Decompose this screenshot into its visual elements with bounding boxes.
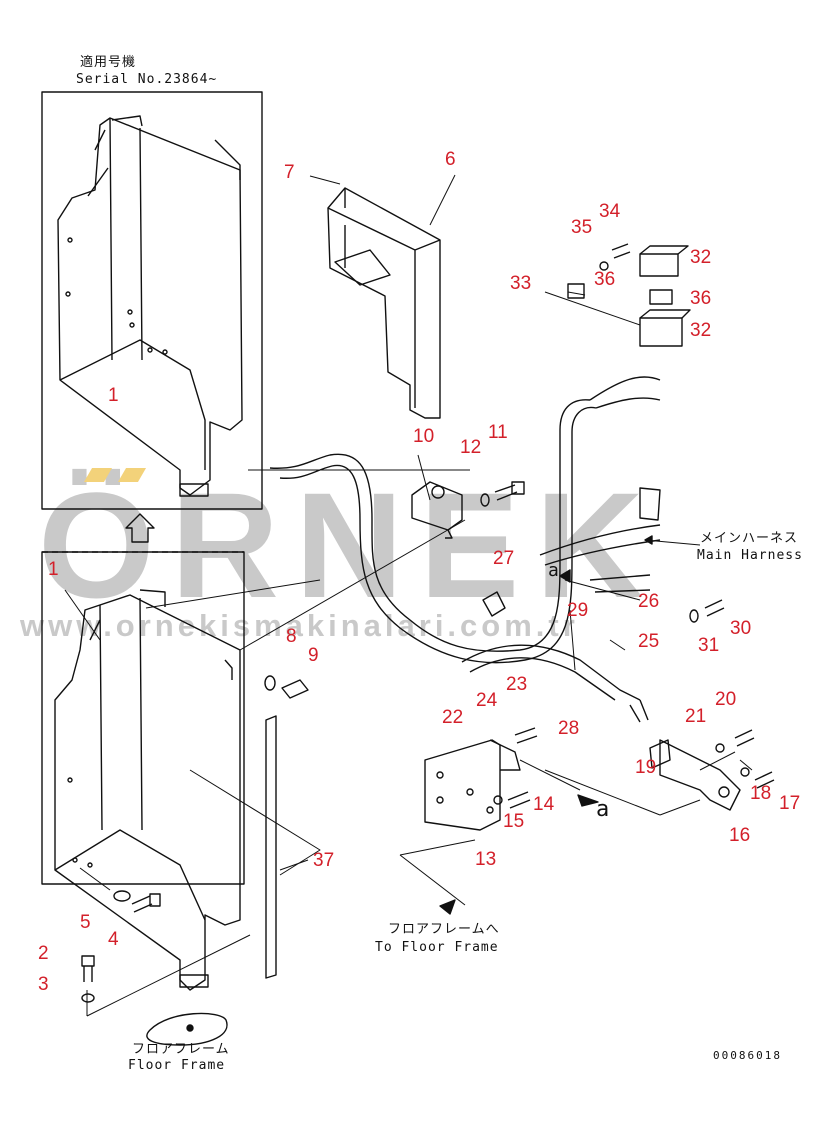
callout-36-top: 36 — [594, 269, 616, 290]
ref-letter-a-2: a — [596, 797, 611, 822]
callout-1-bottom: 1 — [48, 559, 59, 580]
callout-19: 19 — [635, 757, 657, 778]
callout-33: 33 — [510, 273, 532, 294]
watermark-logo: ÖRNEK — [38, 461, 660, 629]
drawing-number: 00086018 — [713, 1049, 782, 1062]
callout-20: 20 — [715, 689, 737, 710]
callout-3: 3 — [38, 974, 49, 995]
relay-parts — [567, 243, 691, 347]
callout-5: 5 — [80, 912, 91, 933]
callout-2: 2 — [38, 943, 49, 964]
arrow-up — [125, 513, 155, 543]
serial-label-en: Serial No.23864~ — [76, 72, 218, 87]
callout-28: 28 — [558, 718, 580, 739]
serial-label-jp: 適用号機 — [80, 55, 137, 70]
callout-36-mid: 36 — [690, 288, 712, 309]
callout-22: 22 — [442, 707, 464, 728]
callout-27: 27 — [493, 548, 515, 569]
callout-34: 34 — [599, 201, 621, 222]
leader-lines — [64, 174, 753, 1017]
callout-31: 31 — [698, 635, 720, 656]
callout-15: 15 — [503, 811, 525, 832]
floor-frame-jp: フロアフレーム — [132, 1042, 230, 1057]
ref-letter-a-1: a — [548, 560, 560, 581]
arrow-a — [577, 794, 599, 807]
callout-21: 21 — [685, 706, 707, 727]
parts-2-3 — [81, 955, 95, 1003]
callout-6: 6 — [445, 149, 456, 170]
callout-37: 37 — [313, 850, 335, 871]
callout-10: 10 — [413, 426, 435, 447]
post-37 — [265, 715, 277, 979]
callout-23: 23 — [506, 674, 528, 695]
callout-25: 25 — [638, 631, 660, 652]
to-floor-frame-en: To Floor Frame — [375, 940, 499, 955]
callout-16: 16 — [729, 825, 751, 846]
top-cover-panel — [57, 115, 243, 497]
callout-32-bottom: 32 — [690, 320, 712, 341]
callout-29: 29 — [567, 600, 589, 621]
callout-18: 18 — [750, 783, 772, 804]
floor-frame-en: Floor Frame — [128, 1058, 226, 1073]
cover-6 — [327, 187, 441, 419]
floor-frame-shape — [146, 1012, 228, 1046]
callout-4: 4 — [108, 929, 119, 950]
arrow-floor — [439, 899, 456, 915]
callout-1-top: 1 — [108, 385, 119, 406]
bolts-30-31 — [689, 599, 725, 623]
callout-14: 14 — [533, 794, 555, 815]
part-10-shape — [411, 481, 463, 539]
bracket-16 — [649, 729, 775, 811]
main-harness-label-jp: メインハーネス — [700, 531, 799, 546]
callout-12: 12 — [460, 437, 482, 458]
callout-7: 7 — [284, 162, 295, 183]
inset-frame-top — [41, 91, 263, 510]
lower-cover-panel — [54, 589, 241, 991]
bolt-11-shape — [480, 481, 525, 507]
callout-32-top: 32 — [690, 247, 712, 268]
parts-8-9 — [264, 675, 309, 699]
watermark-url: www.ornekismakinalari.com.tr — [20, 608, 579, 643]
callout-13: 13 — [475, 849, 497, 870]
main-harness-cable — [269, 376, 661, 723]
callout-8: 8 — [286, 626, 297, 647]
callout-11: 11 — [488, 422, 508, 443]
to-floor-frame-jp: フロアフレームへ — [388, 922, 500, 937]
callout-17: 17 — [779, 793, 801, 814]
main-harness-label-en: Main Harness — [697, 548, 803, 563]
parts-4-5 — [113, 890, 161, 913]
callout-30: 30 — [730, 618, 752, 639]
callout-26: 26 — [638, 591, 660, 612]
callout-24: 24 — [476, 690, 498, 711]
callout-35: 35 — [571, 217, 593, 238]
plate-13 — [424, 727, 538, 831]
callout-9: 9 — [308, 645, 319, 666]
part-27-shape — [482, 591, 506, 617]
